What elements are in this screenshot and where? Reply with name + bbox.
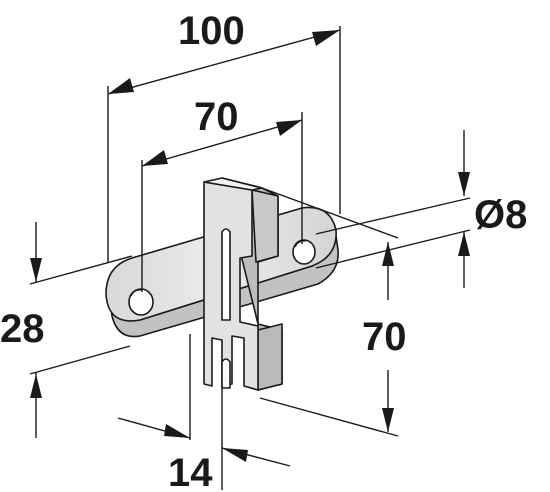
bracket-lower-side — [257, 323, 283, 391]
dimension-label-70-right: 70 — [362, 315, 407, 359]
dimension-label-14: 14 — [168, 451, 213, 492]
right-hole — [292, 239, 316, 265]
bracket-side-right — [251, 189, 279, 263]
bracket-slot — [221, 228, 231, 321]
connector-bracket — [105, 177, 339, 391]
dimension-label-28: 28 — [0, 307, 45, 351]
bracket-front — [203, 181, 259, 391]
left-hole — [128, 288, 154, 316]
dimension-label-diameter: Ø8 — [474, 193, 527, 237]
bracket-bottom-slot — [221, 358, 231, 389]
arrowheads — [30, 30, 470, 462]
dimension-label-100: 100 — [178, 9, 245, 53]
dimension-label-70-top: 70 — [194, 95, 239, 139]
